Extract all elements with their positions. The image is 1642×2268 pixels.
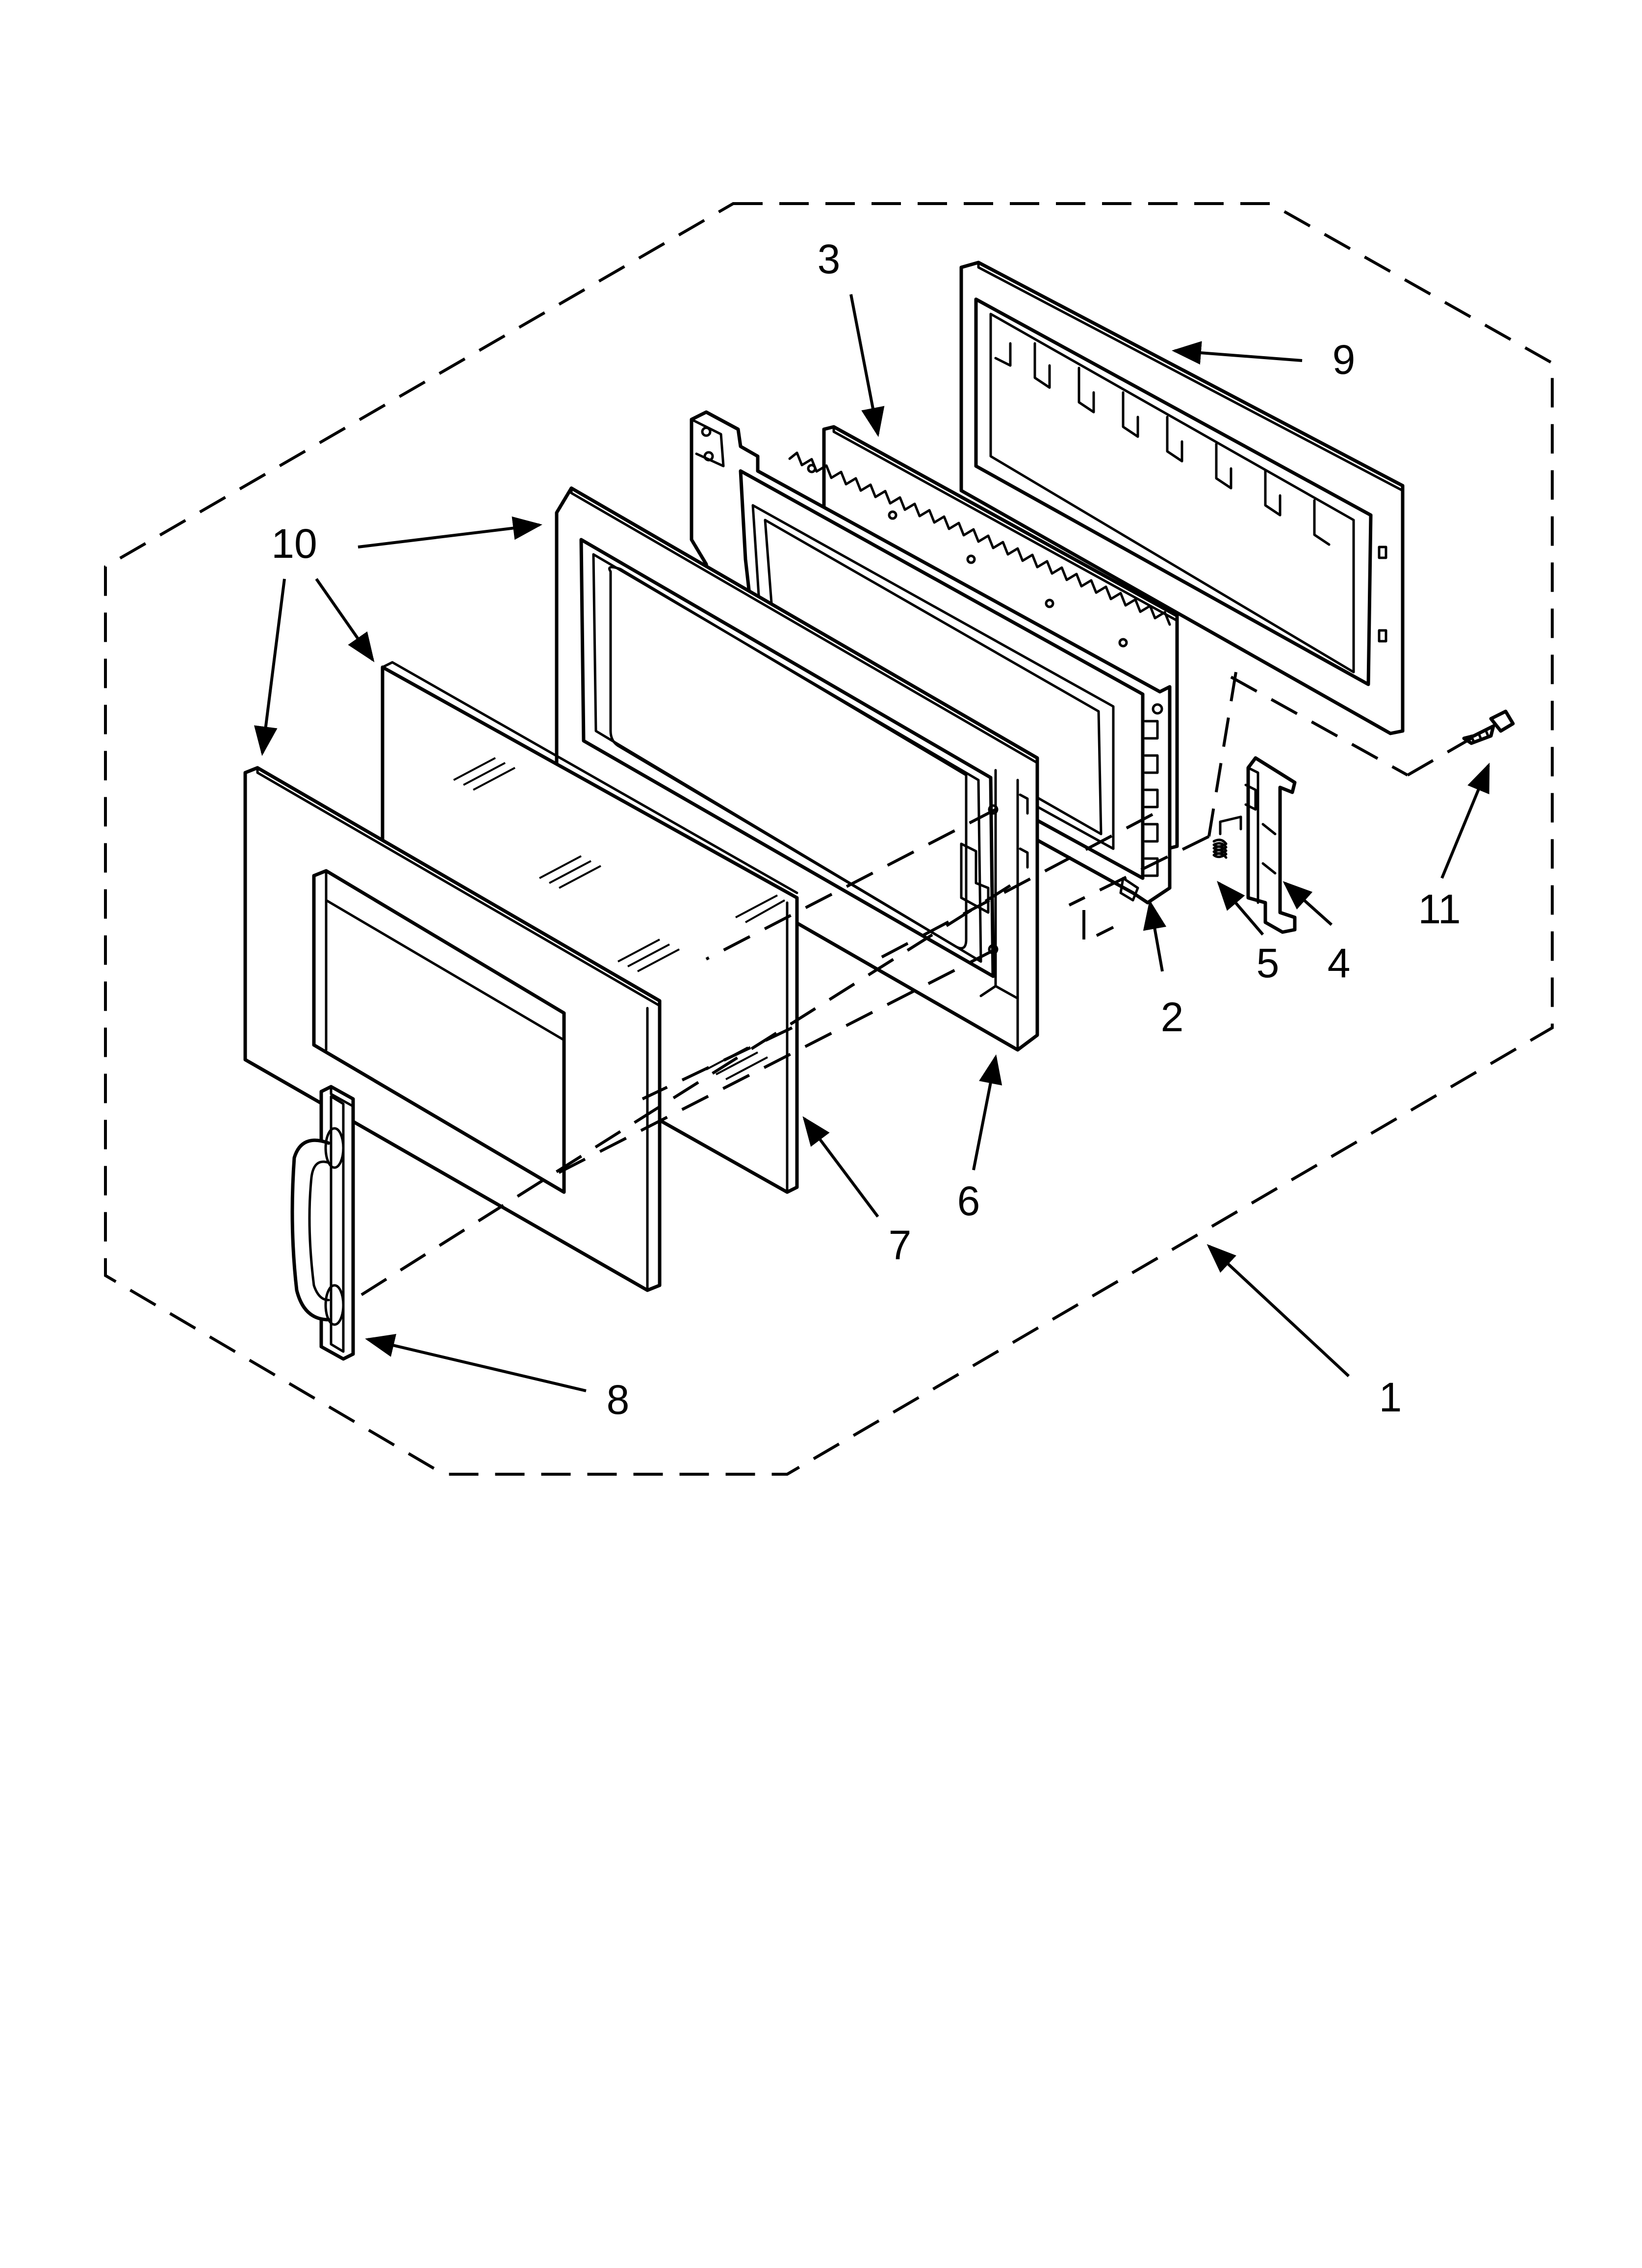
assembly-boundary-outline <box>104 202 1554 1476</box>
part-4-latch <box>1244 756 1297 934</box>
callout-11: 11 <box>1418 886 1461 932</box>
callout-labels: 1 2 3 4 5 6 7 8 9 10 11 <box>271 236 1461 1423</box>
part-10-outer-door-panel <box>243 766 662 1292</box>
callout-5: 5 <box>1257 940 1280 986</box>
callout-4: 4 <box>1328 940 1351 986</box>
callout-6: 6 <box>957 1178 980 1224</box>
part-6-door-frame <box>555 486 1039 1052</box>
callout-9: 9 <box>1333 337 1356 383</box>
part-5-spring <box>1212 815 1242 859</box>
part-8-handle <box>290 1085 355 1361</box>
leader-lines <box>254 294 1490 1392</box>
callout-3: 3 <box>818 236 841 282</box>
callout-10: 10 <box>271 521 317 567</box>
callout-8: 8 <box>607 1377 630 1423</box>
callout-7: 7 <box>889 1222 912 1268</box>
callout-1: 1 <box>1379 1374 1402 1420</box>
part-9-door-frame <box>959 261 1405 735</box>
alignment-lines <box>352 672 1472 1302</box>
callout-2: 2 <box>1161 994 1184 1040</box>
part-11-screw <box>1462 709 1515 745</box>
